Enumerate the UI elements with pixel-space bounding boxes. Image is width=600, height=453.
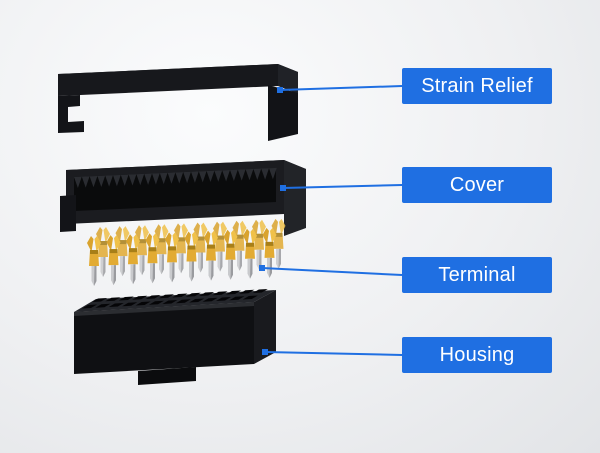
leader-dot-strain-relief [277, 87, 283, 93]
housing-part [74, 289, 276, 385]
leader-lines [259, 85, 403, 356]
label-cover: Cover [402, 167, 552, 203]
leader-line-terminal [261, 267, 403, 276]
label-housing: Housing [402, 337, 552, 373]
label-terminal: Terminal [402, 257, 552, 293]
label-strain-relief: Strain Relief [402, 68, 552, 104]
leader-dot-terminal [259, 265, 265, 271]
terminal-part [87, 218, 286, 286]
strain-relief-part [58, 64, 298, 141]
leader-line-cover [282, 184, 403, 189]
leader-dot-cover [280, 185, 286, 191]
leader-line-housing [264, 351, 403, 356]
leader-line-strain-relief [279, 85, 403, 91]
leader-dot-housing [262, 349, 268, 355]
cover-part [60, 160, 306, 236]
cover-serration [74, 167, 277, 188]
